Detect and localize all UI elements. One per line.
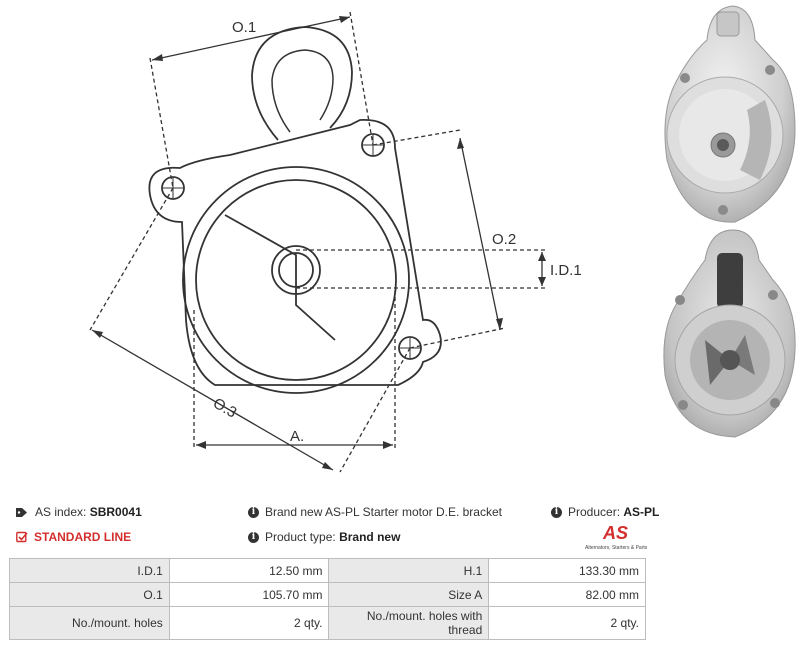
spec-label: No./mount. holes bbox=[9, 606, 170, 640]
dim-label-id1: I.D.1 bbox=[550, 262, 582, 279]
info-icon: i bbox=[551, 506, 562, 518]
standard-line-row: STANDARD LINE bbox=[16, 530, 131, 544]
standard-line-label: STANDARD LINE bbox=[34, 530, 132, 544]
bore-inner-circle bbox=[195, 179, 397, 381]
logo-tagline: Alternators, Starters & Parts bbox=[585, 545, 648, 551]
spec-label: H.1 bbox=[328, 558, 490, 583]
table-row: I.D.1 12.50 mm H.1 133.30 mm bbox=[9, 558, 646, 583]
spec-table: I.D.1 12.50 mm H.1 133.30 mm O.1 105.70 … bbox=[9, 558, 646, 640]
mount-hole-bottom-right bbox=[398, 336, 422, 360]
shaft-hole-inner bbox=[278, 252, 314, 288]
producer-row: i Producer: AS-PL bbox=[551, 505, 659, 519]
product-photo-back bbox=[663, 229, 796, 438]
dim-label-o3: O.3 bbox=[210, 395, 239, 422]
spec-label: O.1 bbox=[9, 582, 170, 607]
producer-value: AS-PL bbox=[623, 505, 660, 519]
spec-value: 2 qty. bbox=[488, 606, 646, 640]
cutout-segment bbox=[224, 214, 336, 341]
logo-text: AS bbox=[603, 523, 629, 543]
producer-label: Producer: bbox=[568, 505, 621, 519]
product-type-row: i Product type: Brand new bbox=[248, 530, 400, 544]
dim-label-o1: O.1 bbox=[232, 19, 256, 36]
lifting-eye-inner bbox=[271, 49, 334, 133]
dim-label-o2: O.2 bbox=[492, 231, 516, 248]
technical-drawing: O.1 O.2 I.D.1 O.3 A. bbox=[89, 11, 582, 473]
as-index-label: AS index: bbox=[35, 505, 87, 519]
product-photo-front bbox=[664, 5, 796, 223]
product-type-label: Product type: bbox=[265, 530, 336, 544]
spec-value: 133.30 mm bbox=[488, 558, 646, 583]
spec-label: Size A bbox=[328, 582, 490, 607]
mount-hole-top-right bbox=[361, 133, 385, 157]
shaft-hole-outer bbox=[271, 245, 321, 295]
bore-outer-circle bbox=[182, 166, 410, 394]
tag-icon bbox=[16, 507, 27, 517]
dim-label-a: A. bbox=[290, 428, 304, 445]
mount-hole-left bbox=[161, 176, 185, 200]
lifting-eye bbox=[251, 26, 353, 141]
spec-label: No./mount. holes with thread bbox=[328, 606, 490, 640]
spec-value: 2 qty. bbox=[168, 606, 330, 640]
as-index-value: SBR0041 bbox=[89, 505, 142, 519]
product-type-value: Brand new bbox=[339, 530, 401, 544]
spec-label: I.D.1 bbox=[9, 558, 170, 583]
spec-value: 105.70 mm bbox=[168, 582, 330, 607]
table-row: No./mount. holes 2 qty. No./mount. holes… bbox=[9, 606, 646, 640]
as-index-row: AS index: SBR0041 bbox=[16, 505, 142, 519]
checkbox-icon bbox=[16, 531, 28, 543]
description-row: i Brand new AS-PL Starter motor D.E. bra… bbox=[248, 505, 502, 519]
spec-value: 12.50 mm bbox=[168, 558, 330, 583]
table-row: O.1 105.70 mm Size A 82.00 mm bbox=[9, 582, 646, 607]
info-icon: i bbox=[248, 531, 259, 543]
spec-value: 82.00 mm bbox=[488, 582, 646, 607]
description-text: Brand new AS-PL Starter motor D.E. brack… bbox=[265, 505, 502, 519]
as-pl-logo: AS Alternators, Starters & Parts bbox=[585, 523, 650, 553]
info-icon: i bbox=[248, 506, 259, 518]
